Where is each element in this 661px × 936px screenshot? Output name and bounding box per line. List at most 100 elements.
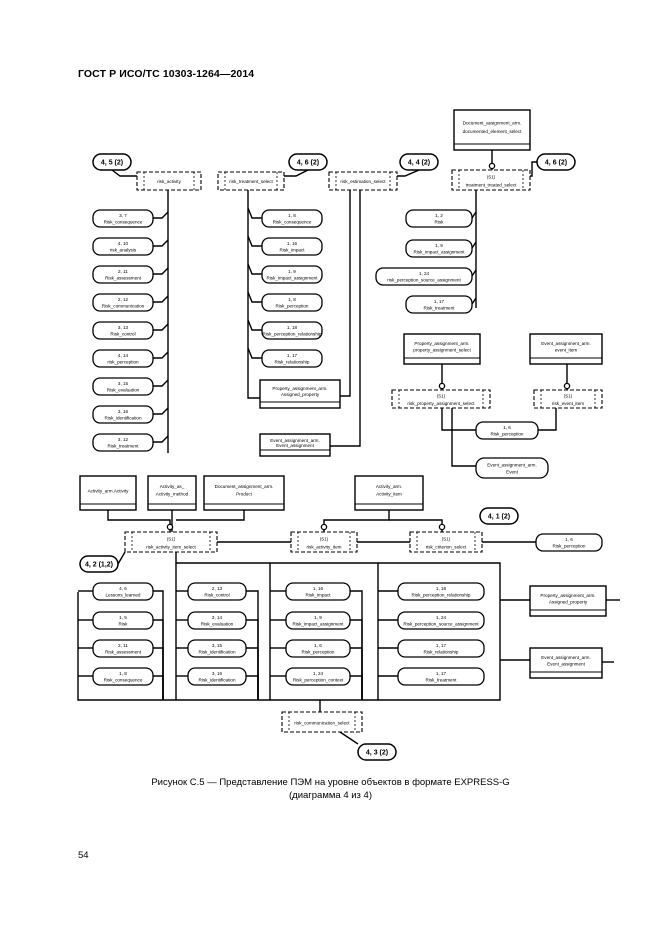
node-label: Risk_impact_assignment: [292, 621, 344, 626]
select-treatment-treated: (S1)treatment_treated_select: [451, 169, 531, 191]
node-label: Risk: [435, 219, 445, 224]
node-label: Risk_perception_relationship: [263, 331, 322, 336]
node-label: Risk_relationship: [275, 359, 310, 364]
node-label: 3, 15: [212, 643, 223, 648]
page-ref-4-3: 4, 3 (2): [357, 743, 397, 761]
node-label: Activity_item: [376, 492, 402, 497]
node-label: 1, 5: [119, 615, 127, 620]
node-label: 4, 14: [118, 353, 129, 358]
page-ref-4-4: 4, 4 (2): [399, 153, 439, 171]
node-label: risk_property_assignment_select: [407, 401, 475, 406]
node-label: (S1): [167, 536, 176, 541]
node-label: risk_activity_item_select: [146, 544, 196, 549]
node-label: 1, 24: [313, 671, 324, 676]
node-label: risk_treatment_select: [229, 179, 273, 184]
node-label: Risk_assessment: [105, 649, 142, 654]
node-label: risk_criterion_select: [426, 544, 467, 549]
node-label: treatment_treated_select: [466, 182, 518, 187]
entity-assigned-property-top: Property_assignment_arm.Assigned_propert…: [259, 379, 341, 409]
node-label: 4, 4 (2): [408, 160, 430, 167]
connector-lines: [77, 150, 620, 745]
node-label: 2, 13: [212, 586, 223, 591]
select-risk-communication: risk_communication_select: [281, 711, 363, 733]
node-label: Risk_identification: [104, 415, 141, 420]
end-circle: [563, 382, 571, 390]
select-risk-criterion: (S1)risk_criterion_select: [409, 531, 483, 553]
node-label: Risk_treatment: [108, 443, 140, 448]
page-number: 54: [78, 850, 89, 861]
node-label: risk_estimation_select: [340, 179, 386, 184]
node-label: 1, 2: [435, 213, 443, 218]
node-label: Product: [236, 492, 253, 497]
node-label: Property_assignment_arm.: [414, 341, 469, 346]
entity-property-assignment-select: Property_assignment_arm.property_assignm…: [403, 333, 481, 365]
node-label: 1, 17: [436, 671, 447, 676]
node-label: risk_event_item: [552, 401, 584, 406]
node-label: Risk_relationship: [424, 649, 459, 654]
entity-event-assignment-top: Event_assignment_arm.Event_assignment: [259, 433, 331, 457]
node-label: 1, 9: [435, 243, 443, 248]
node-label: 1, 16: [313, 586, 324, 591]
end-circle: [166, 523, 174, 531]
node-label: 3, 13: [118, 325, 129, 330]
node-label: 1, 8: [288, 297, 296, 302]
node-label: Activity_as_: [160, 484, 185, 489]
node-label: Event_assignment_arm.: [487, 462, 537, 467]
page-ref-4-5: 4, 5 (2): [92, 153, 132, 171]
end-circle: [438, 523, 446, 531]
node-label: Assigned_property: [281, 392, 320, 397]
diagram-nodes: 4, 5 (2)4, 6 (2)4, 4 (2)4, 6 (2)risk_act…: [79, 109, 607, 761]
node-label: Event: [506, 470, 518, 475]
node-label: 3, 16: [118, 409, 129, 414]
select-risk-activity: risk_activity: [136, 171, 202, 191]
node-label: Risk_identification: [198, 649, 235, 654]
entity-activity-method: Activity_as_Activity_method: [147, 475, 197, 511]
node-label: 3, 16: [212, 671, 223, 676]
node-label: Event_assignment: [547, 661, 586, 666]
node-label: 2, 12: [118, 297, 129, 302]
node-label: 4, 1 (2): [488, 514, 510, 521]
node-label: 1, 18: [287, 325, 298, 330]
node-label: Risk_consequence: [104, 677, 143, 682]
node-label: 1, 17: [436, 643, 447, 648]
node-label: documented_element_select: [463, 129, 522, 134]
node-label: 1, 6: [565, 537, 573, 542]
node-label: Risk_perception_context: [293, 677, 344, 682]
node-label: Risk_impact_assignment: [266, 275, 318, 280]
node-label: Event_assignment: [276, 443, 315, 448]
entity-activity: Activity_arm.Activity: [79, 475, 137, 511]
node-label: risk_perception_source_assignment: [387, 277, 461, 282]
node-label: Assigned_property: [549, 599, 588, 604]
node-label: 1, 24: [419, 271, 430, 276]
node-label: 1, 8: [288, 213, 296, 218]
entity-event-item: Event_assignment_arm.event_item: [529, 333, 603, 365]
node-label: risk_analysis: [110, 247, 137, 252]
node-label: 1, 6: [503, 425, 511, 430]
page-ref-4-6: 4, 6 (2): [288, 153, 328, 171]
node-label: 1, 17: [287, 353, 298, 358]
node-label: Risk_impact_assignment: [413, 249, 465, 254]
node-label: Activity_arm.: [376, 484, 402, 489]
